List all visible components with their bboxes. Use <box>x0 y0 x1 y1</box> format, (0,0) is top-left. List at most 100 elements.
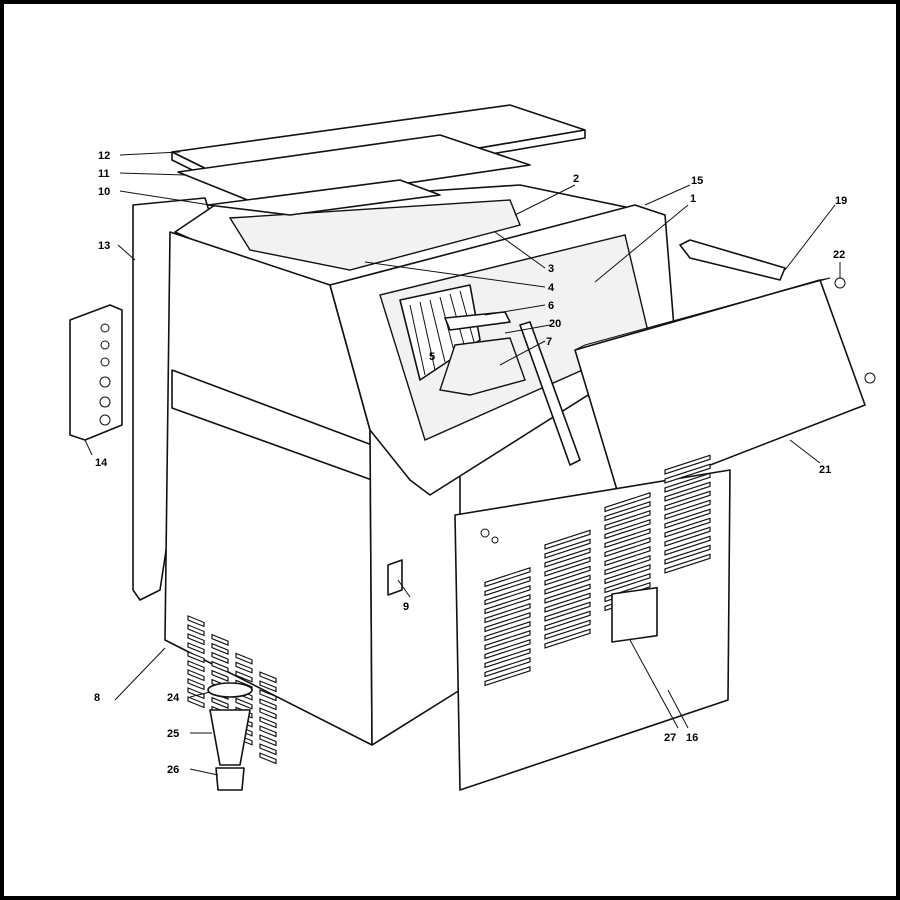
vent-slat <box>664 454 711 475</box>
callout-15: 15 <box>691 175 703 187</box>
vent-slat <box>484 611 531 633</box>
vent-slat <box>544 556 591 577</box>
vent-slat <box>211 642 229 655</box>
leg-25 <box>209 709 251 766</box>
vent-slat <box>604 555 651 576</box>
deflector-arm-20 <box>519 321 581 466</box>
vent-slat <box>664 508 711 529</box>
vent-slat <box>259 725 277 738</box>
callout-4: 4 <box>548 282 555 294</box>
vent-slat <box>664 544 711 565</box>
vent-slat <box>259 752 277 765</box>
exploded-diagram: 12 11 10 13 14 2 15 1 19 22 3 4 6 20 5 7… <box>69 104 876 791</box>
vent-slat <box>187 615 205 628</box>
callout-21: 21 <box>819 464 831 476</box>
callout-26: 26 <box>167 764 179 776</box>
vent-slat <box>187 669 205 682</box>
callout-19: 19 <box>835 195 847 207</box>
callout-14: 14 <box>95 457 108 469</box>
callout-6: 6 <box>548 300 554 312</box>
vent-slat <box>544 565 591 586</box>
callout-25: 25 <box>167 728 179 740</box>
vent-slat <box>544 628 591 649</box>
vent-slat <box>544 583 591 604</box>
vent-slat <box>544 610 591 631</box>
vent-slat <box>664 517 711 538</box>
vent-slat <box>484 584 531 606</box>
vent-slat <box>259 716 277 729</box>
vent-slat <box>187 642 205 655</box>
rating-plate-27 <box>611 586 658 643</box>
vent-slat <box>664 463 711 484</box>
callout-16: 16 <box>686 732 698 744</box>
foot-26 <box>215 767 245 791</box>
foot-cap-24 <box>207 682 253 698</box>
vent-slat <box>664 526 711 547</box>
vent-slat <box>484 566 531 588</box>
vent-slat <box>484 575 531 597</box>
knob-22 <box>834 277 846 289</box>
vent-slat <box>484 593 531 615</box>
vent-slat <box>484 647 531 669</box>
callout-22: 22 <box>833 249 845 261</box>
callout-13: 13 <box>98 240 110 252</box>
callout-20: 20 <box>549 318 561 330</box>
vent-slat <box>187 624 205 637</box>
vent-slat <box>211 669 229 682</box>
gasket-11 <box>177 134 531 206</box>
vent-slat <box>544 574 591 595</box>
callout-1: 1 <box>690 193 696 205</box>
door-edge <box>574 277 831 351</box>
control-bracket-14 <box>69 304 123 441</box>
vent-slat <box>664 490 711 511</box>
vent-slat <box>211 696 229 709</box>
vent-slat <box>664 472 711 493</box>
vent-slat <box>259 743 277 756</box>
vent-slat <box>211 660 229 673</box>
callout-7: 7 <box>546 336 552 348</box>
vent-slat <box>235 670 253 683</box>
vent-slat <box>187 678 205 691</box>
front-vents <box>484 454 711 687</box>
vent-slat <box>211 651 229 664</box>
callout-12: 12 <box>98 150 110 162</box>
vent-slat <box>259 680 277 693</box>
panel-screw-2 <box>491 536 499 544</box>
bin-opening <box>228 199 521 271</box>
vent-slat <box>259 707 277 720</box>
ice-chute-7 <box>439 337 526 396</box>
hinge-bracket-19 <box>679 239 786 281</box>
callout-8: 8 <box>94 692 100 704</box>
vent-slat <box>484 602 531 624</box>
callout-5: 5 <box>429 351 435 363</box>
vent-slat <box>187 696 205 709</box>
hinge-bar-6 <box>444 311 511 331</box>
vent-slat <box>235 697 253 710</box>
vent-slat <box>544 547 591 568</box>
vent-slat <box>544 538 591 559</box>
vent-slat <box>604 537 651 558</box>
callout-9: 9 <box>403 601 409 613</box>
vent-slat <box>544 592 591 613</box>
callout-24: 24 <box>167 692 180 704</box>
vent-slat <box>187 633 205 646</box>
leader-lines <box>84 151 841 776</box>
vent-slat <box>235 661 253 674</box>
vent-slat <box>544 601 591 622</box>
front-panel-16 <box>454 469 731 791</box>
vent-slat <box>604 528 651 549</box>
vent-slat <box>484 665 531 687</box>
vent-slat <box>604 492 651 513</box>
vent-slat <box>484 620 531 642</box>
evaporator-5 <box>399 284 481 381</box>
vent-slat <box>211 633 229 646</box>
vent-slat <box>664 535 711 556</box>
vent-slat <box>664 481 711 502</box>
vent-slat <box>187 660 205 673</box>
callout-2: 2 <box>573 173 579 185</box>
screw-right <box>864 372 876 384</box>
panel-screw <box>480 528 490 538</box>
bracket-9 <box>387 559 403 596</box>
vent-slat <box>259 689 277 702</box>
